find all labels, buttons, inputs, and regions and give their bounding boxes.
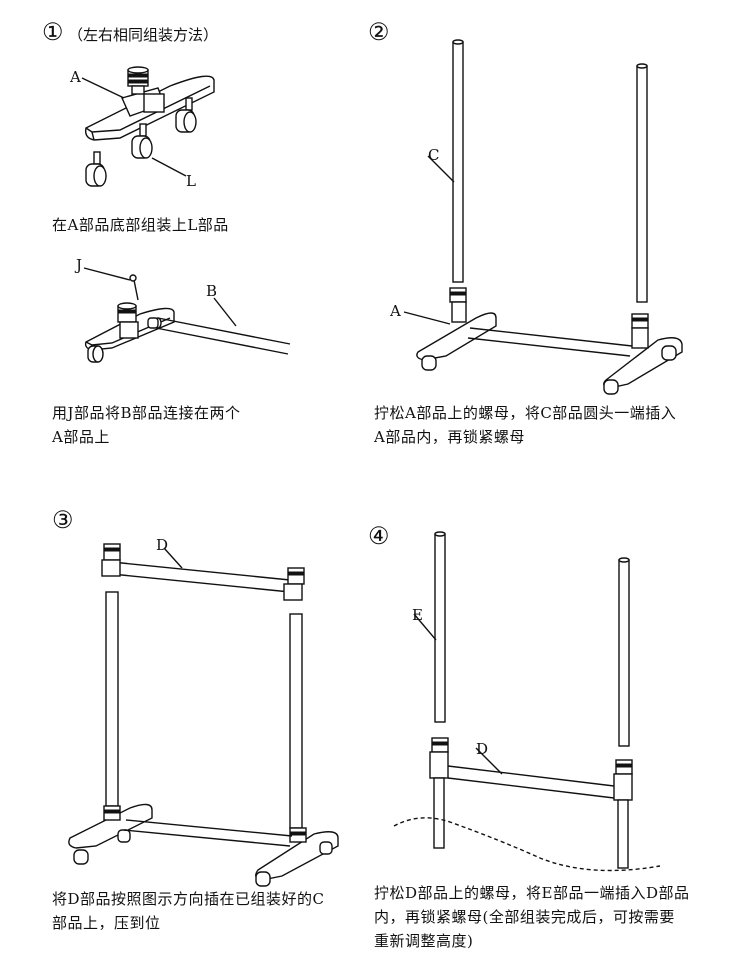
label-d-step-4: D xyxy=(476,740,488,758)
step-1-note: （左右相同组装方法） xyxy=(68,26,219,44)
step-2-number: ② xyxy=(368,18,390,46)
step-1-caption-2-line-2: A部品上 xyxy=(52,428,110,446)
label-j: J xyxy=(74,256,82,274)
label-l: L xyxy=(186,172,196,190)
caster-icon xyxy=(85,151,107,187)
step-3-number: ③ xyxy=(52,506,74,534)
step-1-number: ① xyxy=(42,18,64,46)
step-1-caption-2-line-1: 用J部品将B部品连接在两个 xyxy=(52,404,241,422)
label-a-step-2: A xyxy=(389,302,401,320)
label-a: A xyxy=(69,68,81,86)
step-4-number: ④ xyxy=(368,522,390,550)
step-4-caption-line-1: 拧松D部品上的螺母，将E部品一端插入D部品 xyxy=(374,884,690,902)
caster-icon xyxy=(131,123,153,159)
step-4-caption-line-3: 重新调整高度) xyxy=(374,932,474,950)
step-2-frame: C A xyxy=(389,39,683,395)
step-3-frame: D xyxy=(68,536,339,887)
label-b: B xyxy=(206,282,217,300)
label-e: E xyxy=(412,606,423,624)
step-2-caption-line-1: 拧松A部品上的螺母，将C部品圆头一端插入 xyxy=(374,404,677,422)
step-2-caption-line-2: A部品内，再锁紧螺母 xyxy=(374,428,525,446)
step-4-frame: E D xyxy=(393,531,661,872)
step-1-base-with-bar: J B xyxy=(74,256,291,363)
step-4-caption-line-2: 内，再锁紧螺母(全部组装完成后，可按需要 xyxy=(374,908,675,926)
label-d-step-3: D xyxy=(156,536,168,554)
label-c: C xyxy=(428,146,439,164)
step-3-caption-line-2: 部品上，压到位 xyxy=(52,914,161,932)
caster-icon xyxy=(175,97,197,133)
step-1-base-with-casters: A L xyxy=(69,66,215,190)
step-1-caption-1: 在A部品底部组装上L部品 xyxy=(52,216,229,234)
step-3-caption-line-1: 将D部品按照图示方向插在已组装好的C xyxy=(52,890,325,908)
